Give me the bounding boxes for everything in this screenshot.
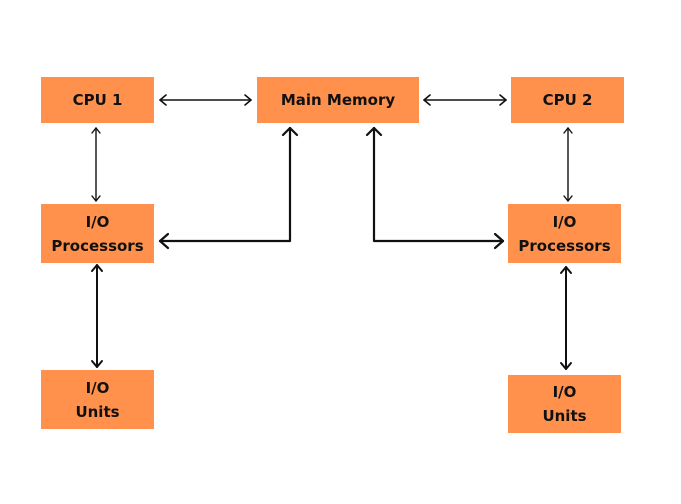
edge-memory-cpu2 bbox=[423, 94, 507, 106]
node-label-line2: Processors bbox=[51, 236, 144, 255]
node-label-line2: Units bbox=[542, 407, 587, 425]
node-label-line2: Units bbox=[75, 402, 120, 421]
node-label-line2: Processors bbox=[518, 236, 611, 255]
edge-cpu2-iop-right bbox=[563, 127, 573, 202]
node-label-line1: I/O bbox=[552, 383, 577, 401]
edge-cpu1-iop-left bbox=[91, 127, 101, 202]
node-io-processors-left: I/O Processors bbox=[41, 204, 154, 263]
node-cpu2: CPU 2 bbox=[511, 77, 624, 123]
node-label-line1: I/O bbox=[552, 212, 577, 231]
node-label: CPU 2 bbox=[542, 91, 593, 109]
node-io-units-left: I/O Units bbox=[41, 370, 154, 429]
edge-iop-left-iou-left bbox=[91, 264, 103, 368]
edge-iop-left-memory bbox=[158, 126, 299, 250]
node-label: CPU 1 bbox=[72, 91, 123, 109]
node-label-line1: I/O bbox=[85, 212, 110, 231]
node-label: Main Memory bbox=[280, 91, 396, 109]
node-label-line1: I/O bbox=[85, 378, 110, 397]
edge-memory-iop-right bbox=[365, 126, 505, 250]
node-main-memory: Main Memory bbox=[257, 77, 419, 123]
node-io-processors-right: I/O Processors bbox=[508, 204, 621, 263]
node-cpu1: CPU 1 bbox=[41, 77, 154, 123]
edge-iop-right-iou-right bbox=[560, 266, 572, 370]
node-io-units-right: I/O Units bbox=[508, 375, 621, 433]
edge-cpu1-memory bbox=[159, 94, 252, 106]
